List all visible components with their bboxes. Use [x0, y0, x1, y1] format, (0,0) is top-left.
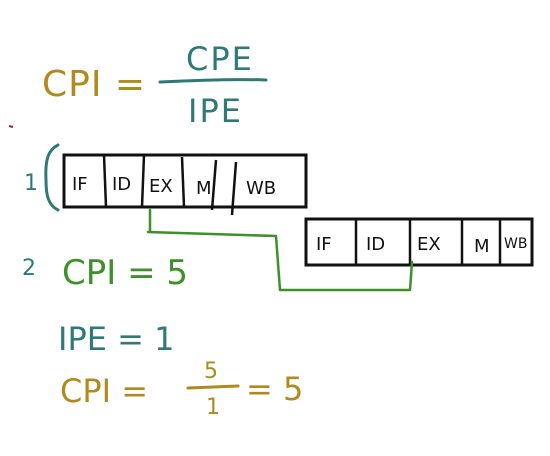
- pipeline-1-divider: [102, 154, 108, 208]
- row-label-2: 2: [22, 256, 36, 281]
- pipeline-1-stage: EX: [149, 176, 173, 197]
- pipeline-1-stage: IF: [72, 174, 88, 195]
- pipeline-2-stage: EX: [417, 234, 441, 255]
- pipeline-2-frame: [304, 217, 534, 267]
- dependency-connector: [146, 208, 414, 292]
- ipe-value: IPE = 1: [58, 320, 174, 358]
- pipeline-2-stage: IF: [316, 234, 332, 255]
- stray-mark: [8, 125, 14, 128]
- final-numerator: 5: [204, 359, 218, 384]
- final-fraction-bar: [186, 384, 240, 390]
- pipeline-1-stage: M: [196, 178, 212, 199]
- cpi-value: CPI = 5: [62, 253, 188, 293]
- pipeline-1-divider: [140, 154, 146, 208]
- pipeline-2-stage: ID: [366, 234, 385, 255]
- final-lhs: CPI =: [60, 372, 148, 410]
- row-label-1: 1: [24, 171, 38, 196]
- pipeline-1-stage: WB: [246, 178, 276, 199]
- formula-numerator: CPE: [186, 40, 254, 78]
- final-denominator: 1: [206, 395, 220, 420]
- cpi-formula: CPI = CPE IPE: [42, 40, 268, 130]
- pipeline-2-stage: M: [474, 236, 490, 257]
- pipeline-1-divider: [210, 159, 218, 211]
- final-computation: CPI = 5 1 = 5: [60, 359, 303, 420]
- row-bracket: [44, 143, 60, 212]
- pipeline-2: IF ID EX M WB: [304, 217, 534, 267]
- pipeline-1: IF ID EX M WB: [62, 153, 308, 216]
- pipeline-1-stage: ID: [112, 174, 131, 195]
- pipeline-1-divider: [230, 161, 238, 216]
- pipeline-1-divider: [180, 156, 186, 208]
- final-result: = 5: [246, 370, 303, 408]
- pipeline-2-stage: WB: [504, 236, 527, 252]
- formula-denominator: IPE: [188, 92, 243, 130]
- fraction-bar: [158, 78, 268, 84]
- pipeline-1-frame: [62, 153, 308, 209]
- formula-lhs: CPI =: [42, 64, 146, 105]
